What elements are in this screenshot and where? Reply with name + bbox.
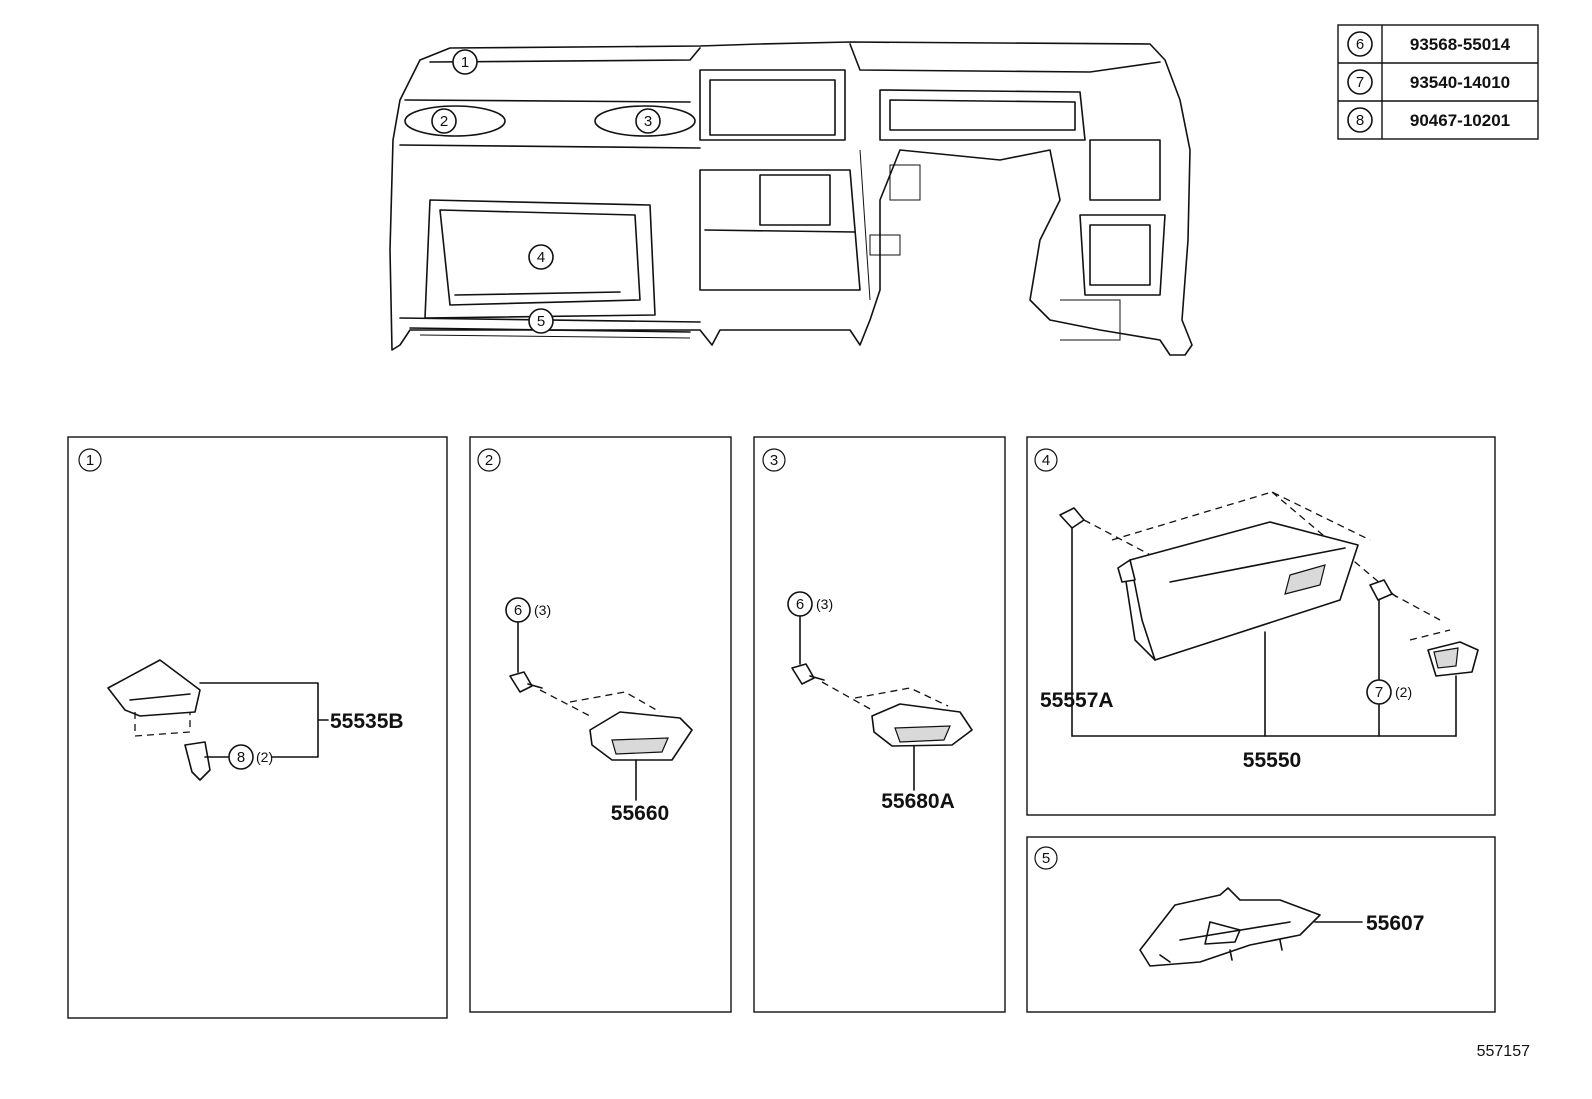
part-55535B: 55535B [330, 710, 404, 733]
panel-1-fastener: 8 [237, 749, 245, 766]
overview-callout-1: 1 [452, 49, 478, 75]
overview-callouts: 1 2 3 4 5 [431, 49, 661, 334]
svg-text:2: 2 [440, 113, 448, 130]
panel-3-fastener: 6 [796, 596, 804, 613]
svg-text:5: 5 [537, 313, 545, 330]
part-55550: 55550 [1243, 749, 1301, 772]
svg-text:7: 7 [1356, 74, 1364, 91]
svg-text:8: 8 [1356, 112, 1364, 129]
detail-panel-2: 2 6 (3) 55660 [469, 436, 732, 1013]
part-55680A: 55680A [881, 790, 955, 813]
overview-callout-3: 3 [635, 108, 661, 134]
legend-part-93540-14010: 93540-14010 [1410, 73, 1510, 92]
legend-part-93568-55014: 93568-55014 [1410, 35, 1511, 54]
detail-panel-1: 1 8 (2) 55535B [67, 436, 448, 1019]
part-55557A: 55557A [1040, 689, 1114, 712]
panel-2-qty: (3) [534, 602, 551, 618]
instrument-panel-overview [389, 41, 1193, 356]
part-55660: 55660 [611, 802, 669, 825]
panel-1-number: 1 [86, 452, 94, 469]
detail-panel-3: 3 6 (3) 55680A [753, 436, 1006, 1013]
legend-row-8: 8 90467-10201 [1347, 107, 1510, 133]
part-55607: 55607 [1366, 912, 1424, 935]
panel-3-qty: (3) [816, 596, 833, 612]
fastener-legend-table: 6 93568-55014 7 93540-14010 8 90467-1020… [1337, 24, 1539, 140]
figure-id: 557157 [1477, 1043, 1530, 1060]
panel-5-number: 5 [1042, 850, 1050, 867]
legend-row-7: 7 93540-14010 [1347, 69, 1510, 95]
svg-text:6: 6 [1356, 36, 1364, 53]
panel-4-number: 4 [1042, 452, 1050, 469]
overview-callout-2: 2 [431, 108, 457, 134]
panel-3-number: 3 [770, 452, 778, 469]
legend-part-90467-10201: 90467-10201 [1410, 111, 1510, 130]
legend-row-6: 6 93568-55014 [1347, 31, 1511, 57]
overview-callout-4: 4 [528, 244, 554, 270]
panel-1-qty: (2) [256, 749, 273, 765]
overview-callout-5: 5 [528, 308, 554, 334]
detail-panel-4: 4 7 (2) 55557A 55550 [1026, 436, 1496, 816]
svg-text:1: 1 [461, 54, 469, 71]
panel-4-fastener: 7 [1375, 684, 1383, 701]
panel-2-fastener: 6 [514, 602, 522, 619]
panel-2-number: 2 [485, 452, 493, 469]
svg-text:3: 3 [644, 113, 652, 130]
svg-text:4: 4 [537, 249, 545, 266]
panel-4-qty: (2) [1395, 684, 1412, 700]
detail-panel-5: 5 55607 [1026, 836, 1496, 1013]
